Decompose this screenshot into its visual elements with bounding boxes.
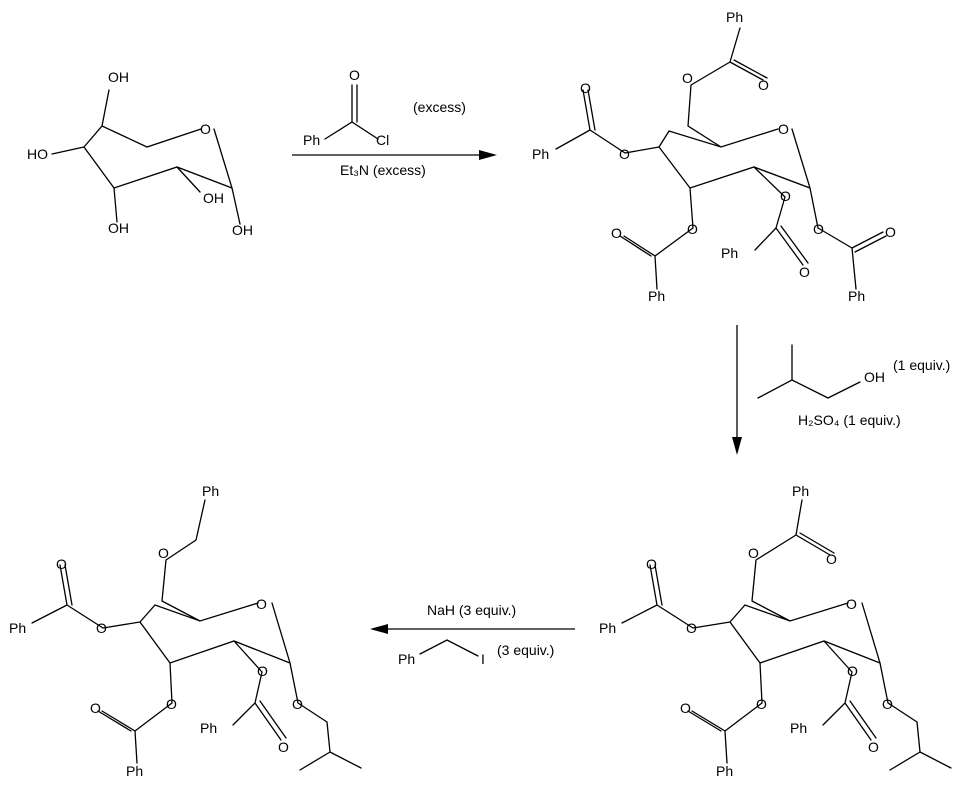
atom-label: O bbox=[868, 739, 879, 755]
reaction-arrow-2 bbox=[732, 325, 742, 455]
atom-label: Ph bbox=[126, 763, 143, 779]
atom-label: Ph bbox=[790, 720, 807, 736]
molecule-isobutyl-glycoside: Ph O O O Ph O O O O O O O Ph Ph bbox=[599, 483, 952, 779]
atom-label: O bbox=[799, 264, 810, 280]
atom-label: O bbox=[756, 696, 767, 712]
atom-label: OH bbox=[108, 220, 129, 236]
atom-label: O bbox=[780, 188, 791, 204]
atom-label: O bbox=[882, 696, 893, 712]
ring-oxygen-label: O bbox=[846, 596, 857, 612]
reagent-label: OH bbox=[864, 369, 885, 385]
reaction-arrow-1 bbox=[292, 150, 497, 160]
reaction-arrow-3 bbox=[370, 624, 575, 634]
atom-label: O bbox=[611, 225, 622, 241]
atom-label: Ph bbox=[648, 288, 665, 304]
atom-label: O bbox=[56, 556, 67, 572]
atom-label: O bbox=[758, 77, 769, 93]
reagent-label: H₂SO₄ (1 equiv.) bbox=[798, 412, 901, 428]
atom-label: O bbox=[682, 70, 693, 86]
reagent-label: (1 equiv.) bbox=[893, 357, 950, 373]
reagents-step-2: OH (1 equiv.) H₂SO₄ (1 equiv.) bbox=[757, 344, 950, 428]
atom-label: O bbox=[166, 696, 177, 712]
atom-label: O bbox=[686, 620, 697, 636]
atom-label: Ph bbox=[716, 763, 733, 779]
atom-label: O bbox=[278, 739, 289, 755]
atom-label: O bbox=[813, 221, 824, 237]
atom-label: OH bbox=[108, 69, 129, 85]
reagent-label: I bbox=[481, 651, 485, 667]
ring-oxygen-label: O bbox=[256, 596, 267, 612]
atom-label: Ph bbox=[792, 483, 809, 499]
atom-label: O bbox=[619, 146, 630, 162]
atom-label: Ph bbox=[599, 620, 616, 636]
atom-label: O bbox=[646, 556, 657, 572]
atom-label: O bbox=[257, 663, 268, 679]
atom-label: O bbox=[580, 80, 591, 96]
reagent-label: (3 equiv.) bbox=[497, 642, 554, 658]
atom-label: Ph bbox=[721, 245, 738, 261]
reagent-label: (excess) bbox=[413, 99, 466, 115]
atom-label: OH bbox=[203, 190, 224, 206]
ring-oxygen-label: O bbox=[200, 121, 211, 137]
reagent-label: NaH (3 equiv.) bbox=[427, 602, 516, 618]
reagent-label: Ph bbox=[303, 132, 320, 148]
atom-label: Ph bbox=[848, 288, 865, 304]
ring-oxygen-label: O bbox=[778, 121, 789, 137]
reagents-step-3: NaH (3 equiv.) Ph I (3 equiv.) bbox=[398, 602, 554, 667]
reagent-label: Cl bbox=[376, 132, 389, 148]
molecule-benzyl-product: Ph O O Ph O O O O O O O Ph Ph bbox=[9, 483, 362, 779]
atom-label: O bbox=[292, 696, 303, 712]
atom-label: O bbox=[885, 224, 896, 240]
reagent-label: O bbox=[349, 67, 360, 83]
molecule-glucose: OH HO O OH OH OH bbox=[27, 69, 253, 238]
atom-label: O bbox=[826, 551, 837, 567]
atom-label: O bbox=[847, 663, 858, 679]
atom-label: O bbox=[158, 545, 169, 561]
atom-label: Ph bbox=[726, 9, 743, 25]
atom-label: Ph bbox=[532, 146, 549, 162]
reagent-label: Ph bbox=[398, 651, 415, 667]
atom-label: O bbox=[687, 221, 698, 237]
atom-label: O bbox=[96, 620, 107, 636]
atom-label: Ph bbox=[200, 720, 217, 736]
molecule-pentabenzoate: Ph O O O Ph O O O O O O O Ph Ph Ph O bbox=[532, 9, 896, 304]
atom-label: O bbox=[680, 700, 691, 716]
atom-label: O bbox=[748, 545, 759, 561]
atom-label: HO bbox=[27, 146, 48, 162]
reagent-label: Et₃N (excess) bbox=[340, 162, 426, 178]
atom-label: Ph bbox=[202, 483, 219, 499]
reagents-step-1: Ph Cl O (excess) Et₃N (excess) bbox=[303, 67, 466, 178]
atom-label: O bbox=[90, 700, 101, 716]
atom-label: Ph bbox=[9, 620, 26, 636]
atom-label: OH bbox=[232, 222, 253, 238]
